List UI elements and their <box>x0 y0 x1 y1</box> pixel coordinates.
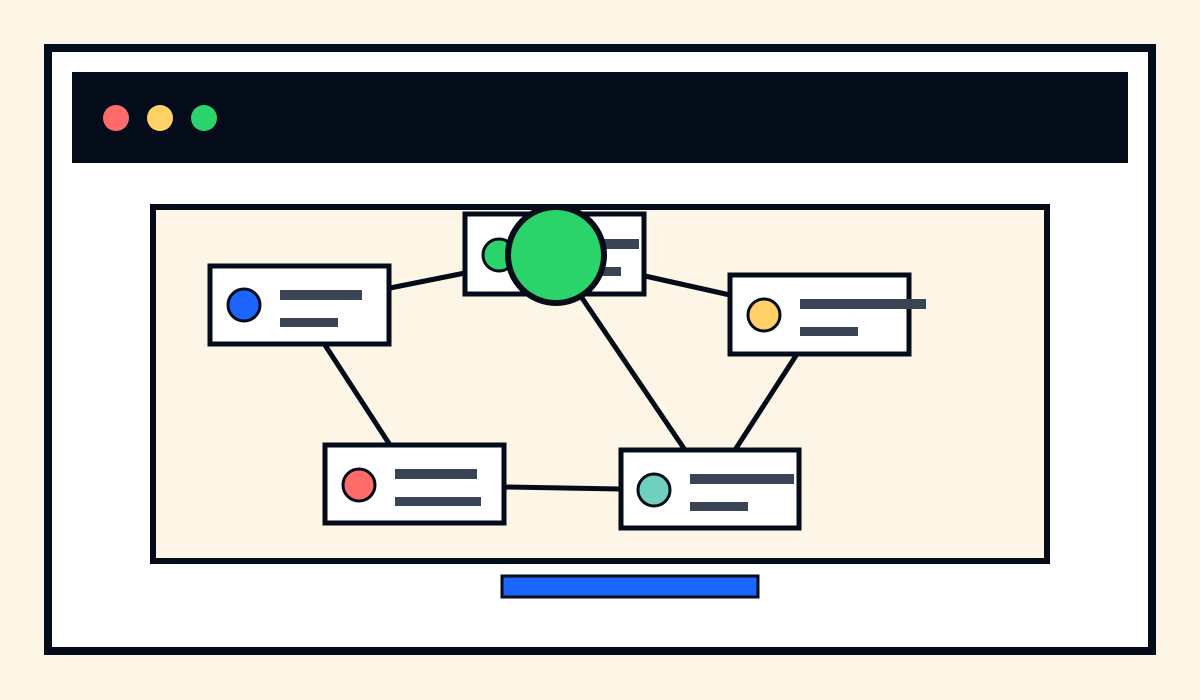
node-dot-icon <box>226 287 262 323</box>
node-dot-icon <box>636 472 672 508</box>
drag-handle-icon[interactable] <box>505 204 607 306</box>
node-teal[interactable] <box>618 447 802 531</box>
node-text-line <box>395 497 481 506</box>
node-blue[interactable] <box>207 263 392 347</box>
minimize-dot[interactable] <box>147 105 173 131</box>
edge-topgreen-yellow <box>644 273 731 298</box>
title-bar <box>72 72 1128 163</box>
maximize-dot[interactable] <box>191 105 217 131</box>
edge-topgreen-teal <box>577 293 688 452</box>
action-bar-button[interactable] <box>500 574 760 599</box>
node-text-line <box>800 299 926 309</box>
edge-red-teal <box>504 484 621 492</box>
edge-yellow-teal <box>732 352 800 452</box>
node-red[interactable] <box>322 442 507 526</box>
node-text-line <box>280 290 362 300</box>
node-text-line <box>800 327 858 336</box>
node-dot-icon <box>746 297 782 333</box>
node-yellow[interactable] <box>727 272 926 357</box>
node-dot-icon <box>341 467 377 503</box>
node-text-line <box>280 318 338 327</box>
node-text-line <box>690 502 748 511</box>
edge-blue-red <box>322 343 393 447</box>
edge-blue-topgreen <box>389 270 466 291</box>
diagram-edges <box>322 270 800 492</box>
node-text-line <box>690 474 794 484</box>
node-text-line <box>395 469 477 479</box>
close-dot[interactable] <box>103 105 129 131</box>
